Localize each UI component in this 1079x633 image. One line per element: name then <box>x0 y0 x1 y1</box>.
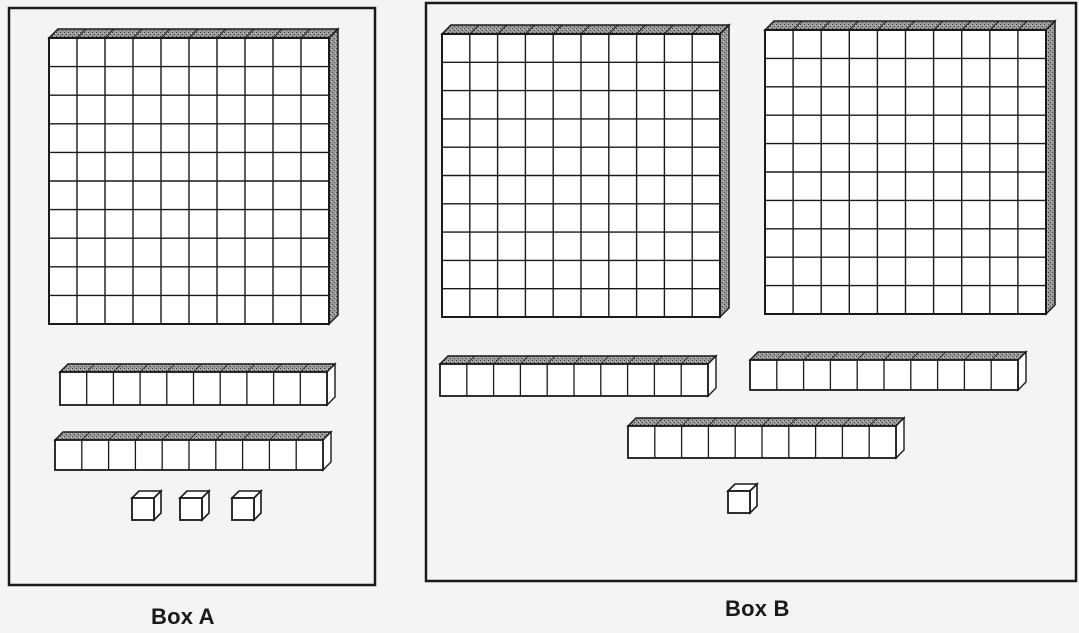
box-b-hundreds-flat <box>442 25 729 317</box>
box-b-label: Box B <box>725 596 790 622</box>
box-a-label: Box A <box>151 604 215 630</box>
box-b-tens-rod <box>440 356 716 396</box>
box-b-tens-rod <box>750 352 1026 390</box>
box-b-tens-rod <box>628 418 904 458</box>
box-b-ones-cube <box>728 484 757 513</box>
box-b-hundreds-flat <box>765 21 1055 314</box>
box-a-tens-rod <box>60 364 335 405</box>
box-b-blocks <box>440 21 1055 513</box>
box-a-hundreds-flat <box>49 29 338 324</box>
box-a-tens-rod <box>55 432 331 470</box>
box-a-ones-cube <box>180 491 209 520</box>
box-a-ones-cube <box>232 491 261 520</box>
box-a-ones-cube <box>132 491 161 520</box>
box-a-blocks <box>49 29 338 520</box>
